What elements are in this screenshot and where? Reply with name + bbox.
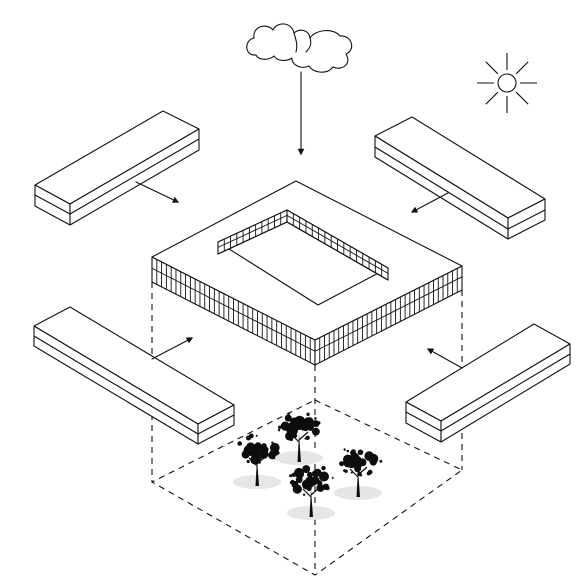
arrow-icon [410, 192, 449, 213]
slab-block-bottom-left [33, 306, 235, 445]
sun-ray [485, 91, 499, 105]
courtyard-building [151, 180, 463, 366]
trees-group [233, 412, 383, 520]
tree-icon [233, 433, 281, 489]
slab-block-bottom-right [405, 323, 571, 443]
tree-icon [275, 412, 323, 465]
wind-arrows [135, 181, 463, 369]
sun-ray [515, 91, 529, 105]
arrow-icon [426, 348, 463, 369]
tree-icon [287, 465, 335, 520]
facade-band [217, 214, 288, 248]
facade-glazing-right [314, 268, 463, 363]
sun-ray [515, 61, 529, 75]
slab-block-top-right [374, 116, 546, 240]
arrow-icon [151, 337, 194, 360]
facade-glazing-left [151, 259, 316, 363]
sun-ray [485, 61, 499, 75]
inner-facade-right [286, 213, 389, 277]
arrow-icon [135, 181, 180, 203]
tree-icon [334, 448, 383, 500]
sun-icon [477, 53, 537, 113]
cloud-icon [246, 23, 353, 73]
facade-band [314, 276, 463, 352]
inner-facade-left [217, 212, 288, 252]
slab-block-top-left [34, 110, 200, 226]
facade-band [151, 267, 316, 352]
facade-band [286, 215, 389, 274]
